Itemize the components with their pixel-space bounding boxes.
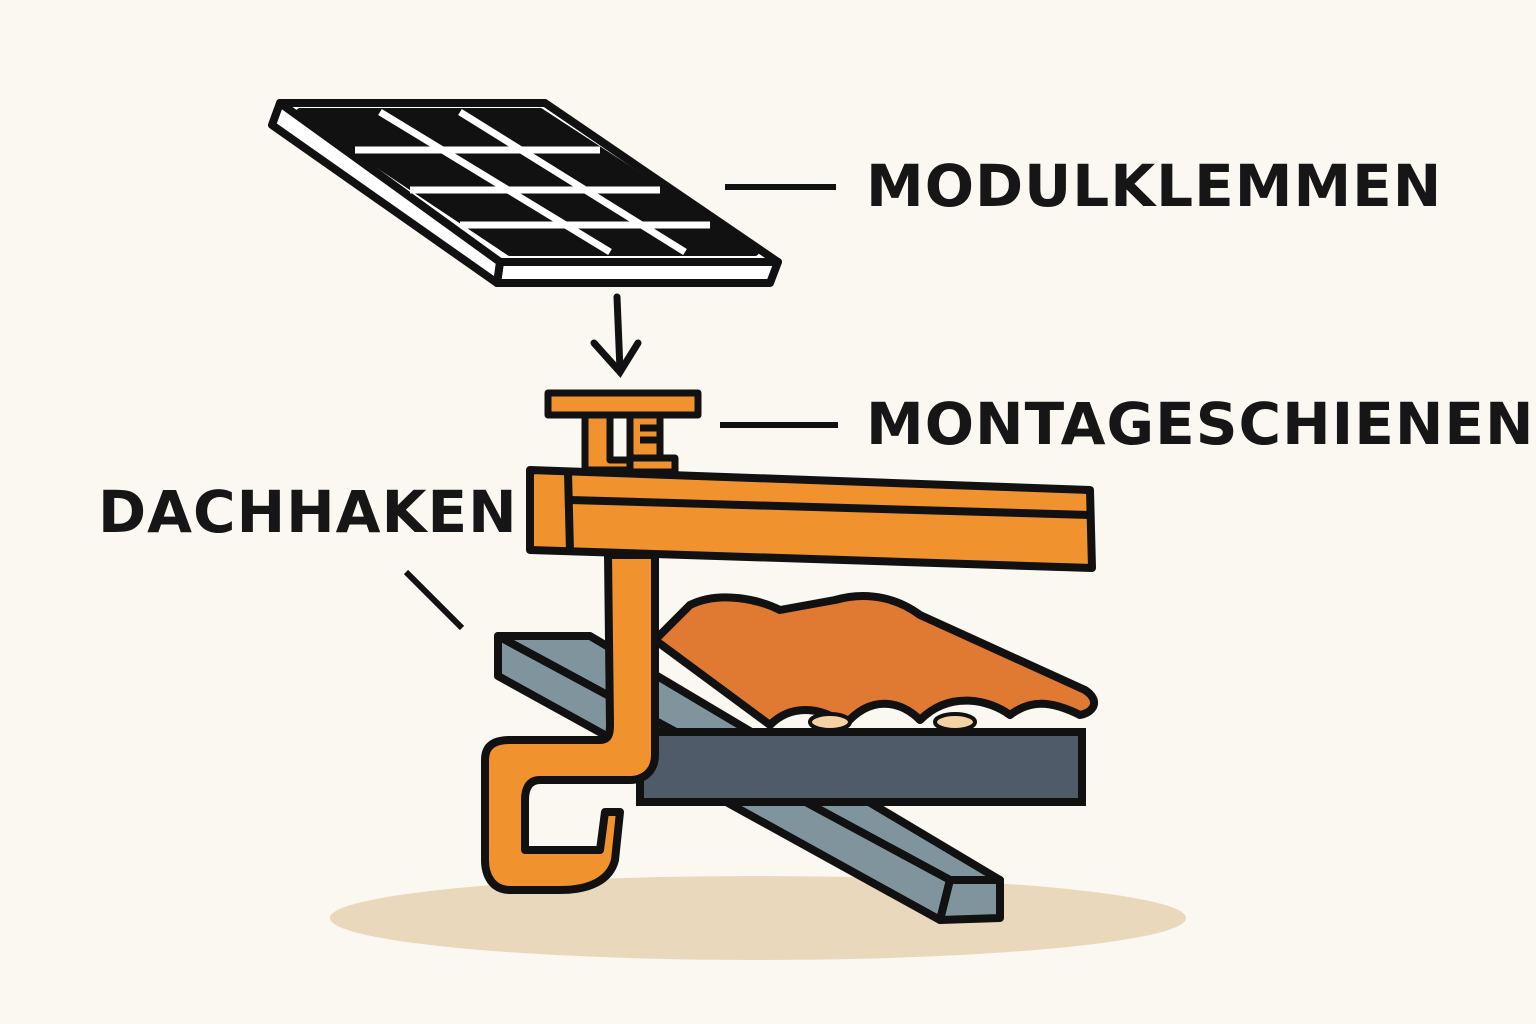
ground-shadow [330, 876, 1186, 960]
mounting-rail [526, 466, 1096, 572]
roof-batten [636, 728, 1086, 806]
label-module-clamps: MODULKLEMMEN [866, 152, 1443, 220]
roof-tiles [651, 591, 1098, 732]
solar-panel [268, 99, 782, 287]
down-arrow-icon [590, 293, 642, 378]
label-roof-hook: DACHHAKEN [98, 478, 518, 546]
module-clamp [544, 389, 702, 476]
leader-lines [403, 184, 838, 631]
label-mounting-rails: MONTAGESCHIENEN [866, 390, 1535, 458]
roof-hook [481, 551, 659, 894]
